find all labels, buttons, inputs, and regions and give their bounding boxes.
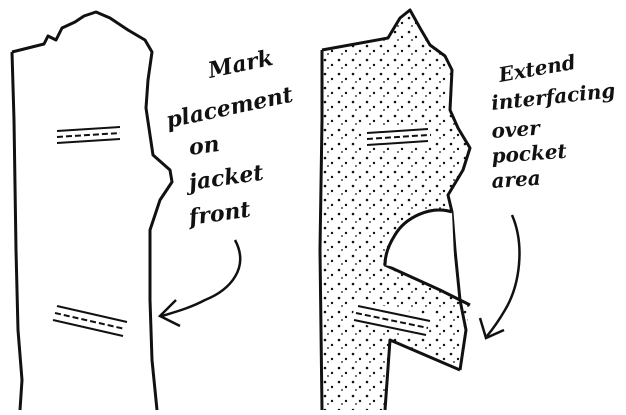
left-note-line-3: on xyxy=(187,131,221,161)
right-note-line-3: over xyxy=(491,116,542,143)
right-note-line-1: Extend xyxy=(496,50,578,87)
right-note-line-4: pocket xyxy=(491,139,569,168)
left-note-line-5: front xyxy=(185,197,252,232)
left-note-line-4: jacket xyxy=(183,160,265,197)
left-note-line-2: placement xyxy=(164,82,295,134)
right-arrow xyxy=(478,214,521,340)
right-jacket-front xyxy=(318,8,472,411)
right-jacket-front-outline xyxy=(318,8,472,411)
left-jacket-front-outline xyxy=(10,10,174,411)
right-note: Extend interfacing over pocket area xyxy=(490,50,616,193)
right-lower-pocket-marking xyxy=(352,300,432,338)
left-note: Mark placement on jacket front xyxy=(164,45,295,231)
lower-pocket-marking xyxy=(52,305,128,337)
left-note-line-1: Mark xyxy=(205,45,275,84)
right-upper-pocket-marking xyxy=(364,125,430,147)
right-note-line-5: area xyxy=(491,166,542,193)
left-arrow xyxy=(157,239,242,328)
upper-pocket-marking xyxy=(56,126,121,144)
